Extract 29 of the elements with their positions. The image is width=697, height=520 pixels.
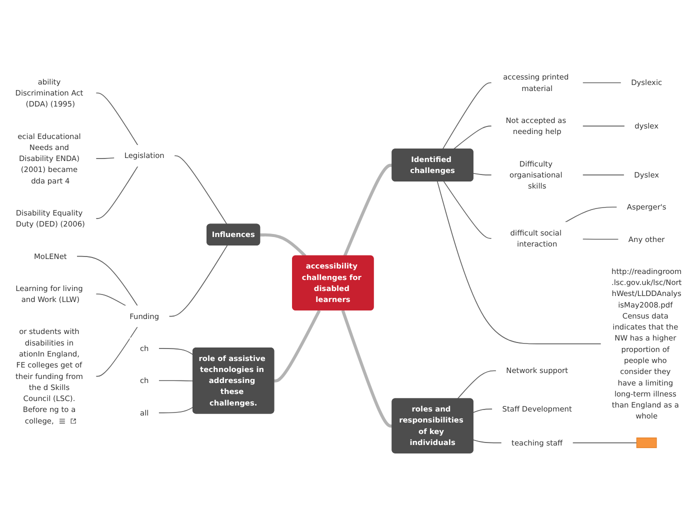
connector [168,245,228,317]
connector [95,92,138,146]
connector [95,294,126,306]
connector [343,164,392,257]
connector [582,174,625,176]
connector [582,238,619,240]
connector [260,233,306,258]
connector [341,310,392,428]
connector [582,82,622,84]
connector [158,348,194,356]
connector [174,155,228,225]
connector [472,440,502,444]
connector [442,82,492,150]
connector [572,442,638,444]
connector [95,157,115,159]
connector [457,370,497,400]
connector [472,408,493,413]
node-box [636,438,657,448]
connector [436,181,602,344]
connector [158,406,194,414]
connector [274,310,321,382]
connector [443,181,492,239]
connector [95,326,138,377]
connector [564,206,618,223]
connector [95,166,138,219]
connector [472,173,492,176]
connector [158,380,194,382]
connector [453,126,492,150]
connector [76,256,138,306]
